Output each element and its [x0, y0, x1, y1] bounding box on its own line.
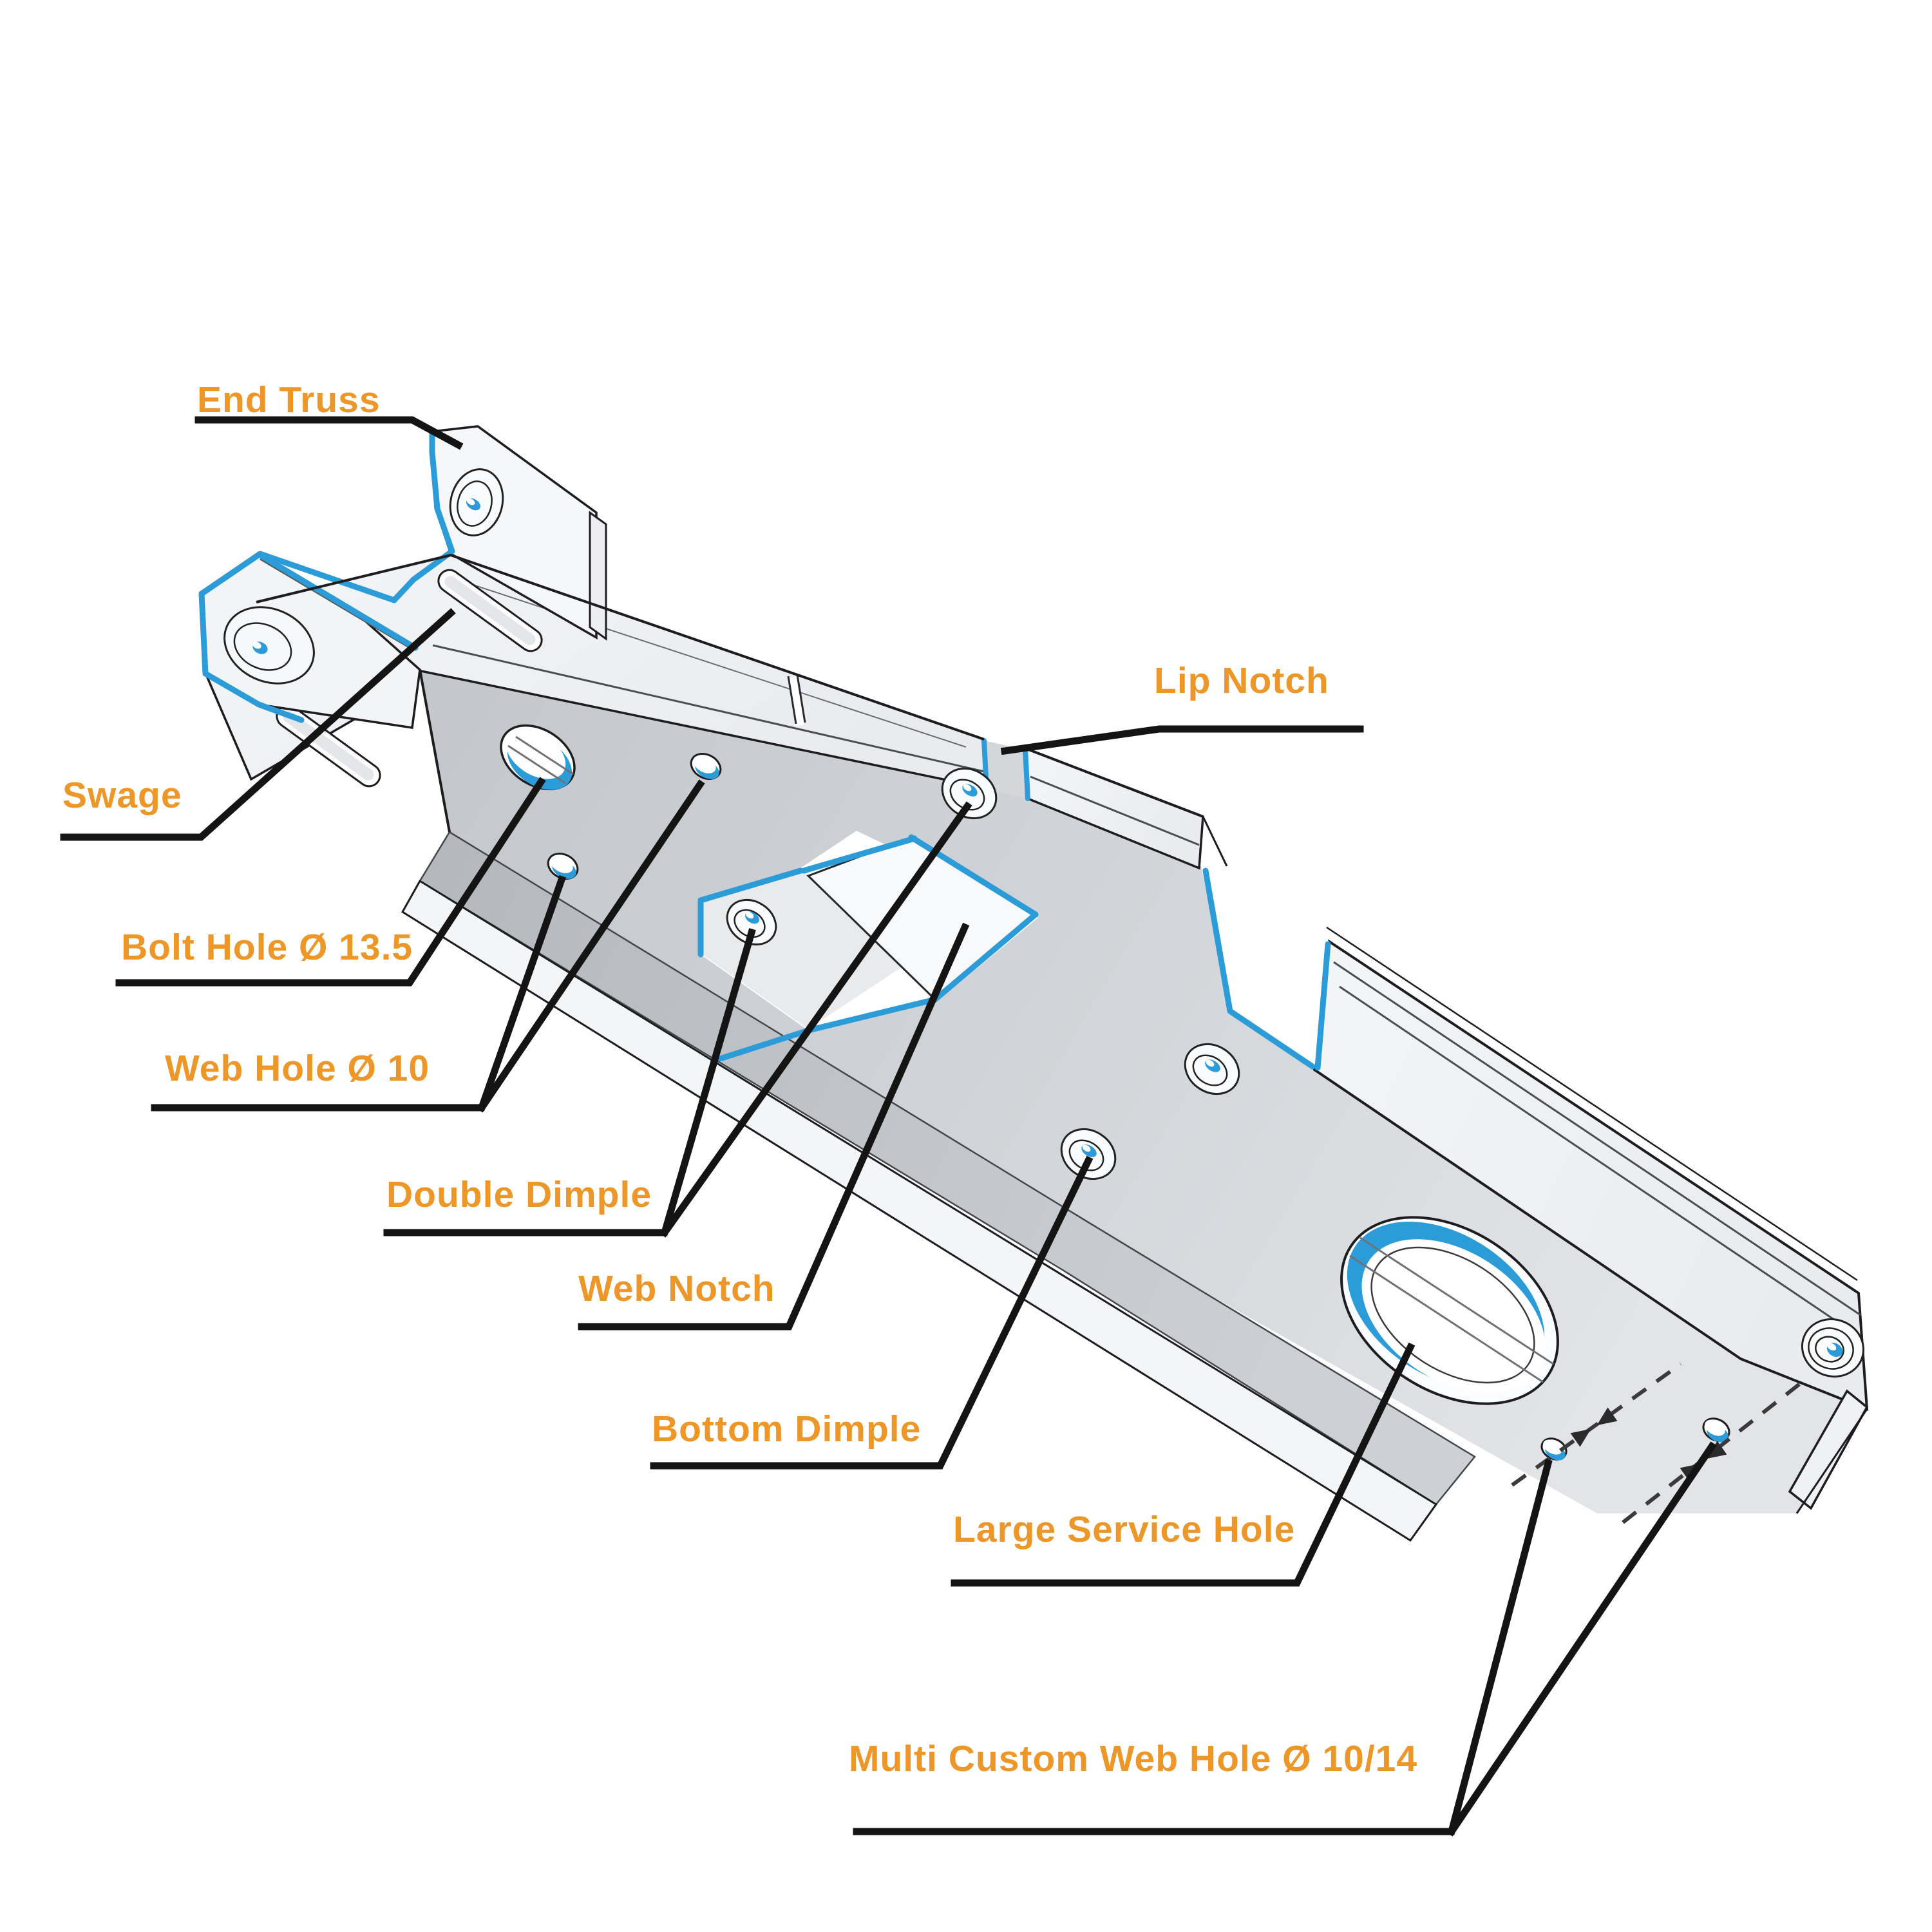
leader-web-hole-b [477, 779, 705, 1113]
label-double-dimple: Double Dimple [386, 1174, 652, 1215]
left-bracket-boss [223, 606, 315, 685]
label-lip-notch: Lip Notch [1154, 660, 1329, 701]
adjustment-dashes [1511, 1362, 1808, 1524]
web-hole-b [690, 753, 722, 780]
arrow-icon [1570, 1428, 1591, 1447]
label-web-hole: Web Hole Ø 10 [165, 1048, 430, 1089]
label-swage: Swage [62, 775, 182, 816]
web-notch [697, 831, 1039, 1062]
arrow-icon [1706, 1441, 1727, 1459]
flange-notch [1202, 816, 1331, 1071]
leader-lip-notch [1000, 725, 1364, 755]
web-notch-through-dimple [726, 898, 777, 946]
right-end-corner-flap [1788, 1389, 1869, 1510]
outline-edges [256, 554, 1868, 1514]
leader-bolt-hole [115, 777, 546, 987]
label-web-notch: Web Notch [578, 1268, 775, 1309]
arrow-icon [1596, 1407, 1618, 1426]
leader-large-service-hole [951, 1342, 1416, 1587]
label-multi-custom-web-hole: Multi Custom Web Hole Ø 10/14 [849, 1738, 1418, 1779]
label-large-service-hole: Large Service Hole [953, 1509, 1296, 1550]
multi-custom-web-hole-2 [1702, 1417, 1730, 1443]
large-service-hole [1340, 1216, 1559, 1405]
leader-lines [60, 416, 1717, 1837]
flange-joint-slit [787, 674, 806, 726]
leader-bottom-dimple [650, 1155, 1094, 1470]
leader-double-dimple-2 [659, 801, 972, 1238]
end-truss-return-strip [589, 511, 607, 641]
label-end-truss: End Truss [197, 379, 381, 421]
leader-multi-hole-2 [1446, 1441, 1717, 1837]
top-lip-segment-fold [1030, 775, 1200, 846]
front-lip-outer-edge-line [1333, 961, 1861, 1316]
leader-web-notch [578, 922, 970, 1331]
web-hole-a [547, 853, 579, 880]
double-dimple-upper [941, 767, 998, 820]
swage-slot-1 [437, 569, 543, 652]
right-end-boss [1801, 1318, 1865, 1378]
web-dimple-mid [1184, 1043, 1240, 1095]
end-truss-boss [449, 468, 504, 536]
leader-end-truss [194, 416, 464, 450]
bottom-dimple [1060, 1128, 1117, 1180]
bolt-hole [500, 724, 576, 791]
dash-line-2 [1622, 1376, 1808, 1524]
label-bolt-hole: Bolt Hole Ø 13.5 [121, 927, 413, 968]
left-end-blue-edges [198, 431, 455, 723]
wedge-fold-line [432, 644, 985, 773]
leader-swage [60, 608, 456, 841]
dash-line-1 [1511, 1362, 1682, 1487]
front-lip-fold-line [1339, 985, 1862, 1340]
bottom-lip-strip [401, 879, 1438, 1542]
label-bottom-dimple: Bottom Dimple [652, 1408, 922, 1450]
